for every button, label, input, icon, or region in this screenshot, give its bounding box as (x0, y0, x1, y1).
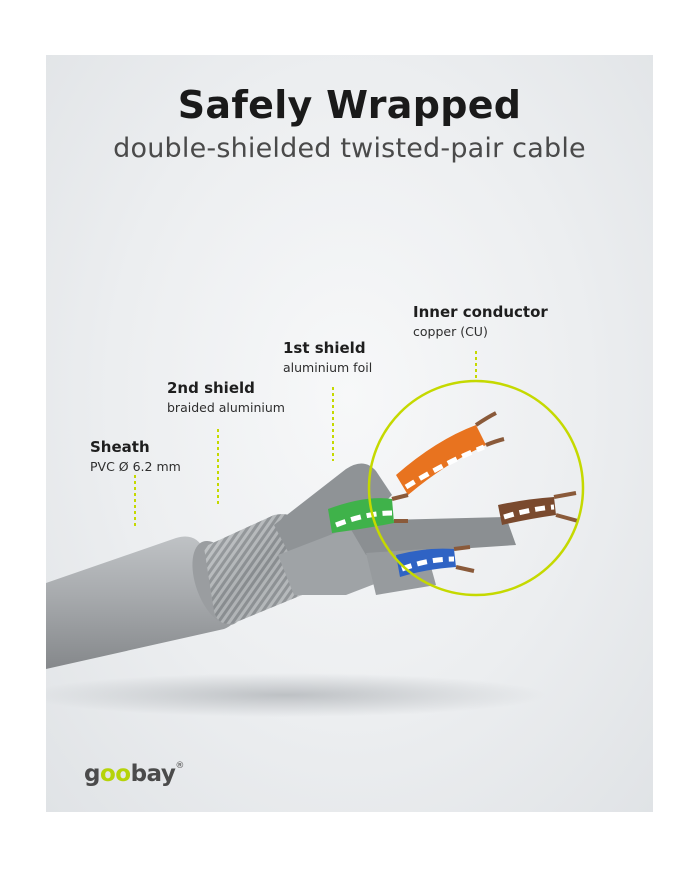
label-first-shield: 1st shield aluminium foil (283, 339, 372, 375)
brand-logo-prefix: g (84, 761, 100, 787)
label-inner-conductor: Inner conductor copper (CU) (413, 303, 548, 339)
brand-logo-registered: ® (175, 761, 184, 771)
leader-lines (134, 351, 477, 529)
label-sheath-detail: PVC Ø 6.2 mm (90, 459, 181, 474)
label-sheath: Sheath PVC Ø 6.2 mm (90, 438, 181, 474)
brand-logo-oo: oo (99, 761, 131, 787)
page-title: Safely Wrapped (177, 83, 522, 127)
brown-pair (498, 491, 579, 525)
label-second-shield-detail: braided aluminium (167, 400, 285, 415)
blue-pair (396, 545, 475, 577)
highlight-circle (367, 379, 585, 597)
brand-logo: goobay® (84, 761, 184, 787)
label-inner-conductor-title: Inner conductor (413, 303, 548, 321)
label-first-shield-detail: aluminium foil (283, 360, 373, 375)
orange-pair (396, 411, 505, 495)
label-inner-conductor-detail: copper (CU) (413, 324, 488, 339)
green-pair (328, 493, 409, 533)
label-second-shield: 2nd shield braided aluminium (167, 379, 285, 415)
label-first-shield-title: 1st shield (283, 339, 366, 357)
brand-logo-suffix: bay (130, 761, 176, 787)
sheath (46, 536, 236, 669)
page-subtitle: double-shielded twisted-pair cable (113, 133, 586, 164)
foil-bundle-right (346, 517, 516, 555)
product-panel: Safely Wrapped double-shielded twisted-p… (46, 55, 653, 812)
cable-shadow (46, 673, 546, 717)
cable-illustration (46, 351, 585, 717)
label-second-shield-title: 2nd shield (167, 379, 255, 397)
label-sheath-title: Sheath (90, 438, 150, 456)
